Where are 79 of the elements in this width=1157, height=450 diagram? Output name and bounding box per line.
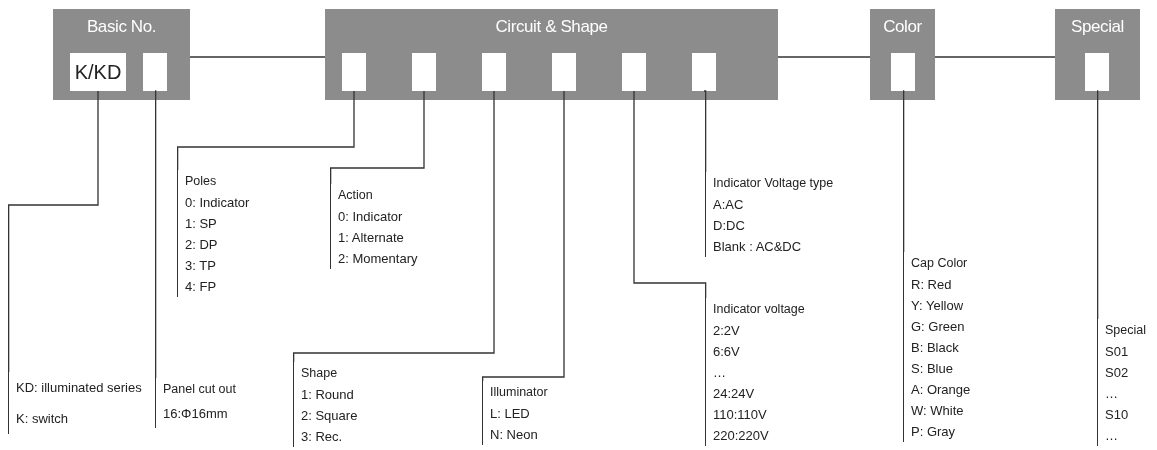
option-text: 0: Indicator	[338, 208, 403, 226]
connector-line	[934, 56, 1056, 58]
leader-line	[177, 90, 355, 171]
option-text: 3: TP	[185, 257, 216, 275]
code-text: K/KD	[74, 60, 122, 84]
option-text: S: Blue	[911, 360, 953, 378]
option-text: 2: Square	[301, 407, 358, 425]
code-group-box	[325, 9, 778, 100]
group-heading: Special	[1071, 17, 1124, 37]
option-text: S01	[1105, 343, 1129, 361]
option-text: 1: Round	[301, 386, 354, 404]
code-slot	[692, 53, 716, 91]
group-heading: Basic No.	[86, 17, 157, 37]
code-slot	[482, 53, 506, 91]
option-text: Y: Yellow	[911, 297, 964, 315]
leader-line	[293, 90, 495, 363]
option-text: 110:110V	[713, 406, 767, 424]
code-slot	[412, 53, 436, 91]
leader-line	[330, 90, 425, 185]
option-text: KD: illuminated series	[16, 379, 142, 397]
option-text: 24:24V	[713, 385, 755, 403]
code-group-box	[870, 9, 935, 100]
option-text: 6:6V	[713, 343, 740, 361]
option-text: R: Red	[911, 276, 952, 294]
option-text: A:AC	[713, 196, 744, 214]
option-text: K: switch	[16, 410, 68, 428]
option-text: B: Black	[911, 339, 959, 357]
option-text: …	[1105, 427, 1118, 445]
leader-line	[154, 90, 157, 379]
leader-line	[8, 90, 99, 373]
code-slot	[143, 53, 167, 91]
category-heading: Shape	[301, 365, 338, 382]
category-heading: Action	[338, 187, 373, 204]
option-text: 1: Alternate	[338, 229, 404, 247]
option-text: S10	[1105, 406, 1129, 424]
option-text: 3: Rec.	[301, 428, 343, 446]
option-text: G: Green	[911, 318, 965, 336]
code-slot	[891, 53, 915, 91]
option-text: …	[1105, 385, 1118, 403]
code-group-box	[53, 9, 190, 100]
option-text: S02	[1105, 364, 1129, 382]
code-group-box	[1055, 9, 1140, 100]
option-text: L: LED	[490, 405, 530, 423]
leader-line	[1096, 90, 1099, 320]
option-text: 2: DP	[185, 236, 218, 254]
category-heading: Illuminator	[490, 384, 548, 401]
option-text: 220:220V	[713, 427, 769, 445]
option-text: 2:2V	[713, 322, 740, 340]
category-heading: Indicator voltage	[713, 301, 805, 318]
connector-line	[777, 56, 871, 58]
category-heading: Special	[1105, 322, 1146, 339]
code-slot	[70, 53, 126, 91]
category-heading: Indicator Voltage type	[713, 175, 834, 192]
code-slot	[622, 53, 646, 91]
group-heading: Circuit & Shape	[495, 17, 608, 37]
option-text: …	[713, 364, 726, 382]
category-heading: Cap Color	[911, 255, 968, 272]
option-text: 1: SP	[185, 215, 217, 233]
leader-line	[703, 90, 707, 173]
option-text: A: Orange	[911, 381, 971, 399]
option-text: P: Gray	[911, 423, 956, 441]
category-heading: Poles	[185, 173, 217, 190]
option-text: 2: Momentary	[338, 250, 418, 268]
leader-line	[482, 90, 565, 382]
option-text: 0: Indicator	[185, 194, 250, 212]
option-text: 4: FP	[185, 278, 217, 296]
code-slot	[552, 53, 576, 91]
option-text: D:DC	[713, 217, 745, 235]
group-heading: Color	[883, 17, 922, 37]
connector-line	[189, 56, 326, 58]
code-slot	[342, 53, 366, 91]
leader-line	[902, 90, 905, 253]
leader-line	[633, 90, 707, 299]
option-text: W: White	[911, 402, 964, 420]
code-slot	[1085, 53, 1109, 91]
option-text: N: Neon	[490, 426, 538, 444]
option-text: Blank : AC&DC	[713, 238, 802, 256]
option-text: 16:Φ16mm	[163, 405, 228, 423]
category-heading: Panel cut out	[163, 381, 236, 398]
